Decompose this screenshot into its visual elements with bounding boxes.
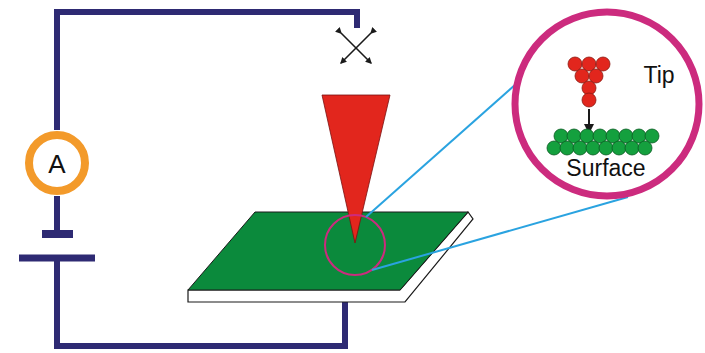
zoom-spot (325, 215, 385, 275)
ammeter-symbol: A (24, 130, 90, 196)
tip-atom (568, 57, 582, 71)
surface-atom (573, 141, 587, 155)
tunneling-arrow (588, 109, 590, 132)
surface-atom (599, 141, 613, 155)
magnified-view: TipSurface (511, 8, 703, 200)
surface-label: Surface (566, 157, 645, 180)
node-circle (515, 12, 699, 196)
surface-atom (625, 141, 639, 155)
battery-long-plate (19, 255, 95, 262)
surface-atom (560, 141, 574, 155)
circuit-wire (54, 196, 60, 233)
scan-arrows (341, 33, 371, 63)
tip-atom (589, 69, 603, 83)
tip-label: Tip (643, 64, 674, 87)
node-circle (29, 135, 85, 191)
tip-atom (596, 57, 610, 71)
surface-atom (547, 141, 561, 155)
leader-line (372, 197, 628, 270)
surface-atom (645, 129, 659, 143)
surface-atom (586, 141, 600, 155)
sample-side (188, 212, 473, 302)
stm-tip (322, 95, 390, 243)
sample-surface (188, 212, 468, 290)
circuit-wire (57, 12, 357, 130)
tip-atom (582, 93, 596, 107)
surface-atom (638, 141, 652, 155)
ammeter-label: A (48, 151, 65, 177)
tip-atom (575, 69, 589, 83)
battery-short-plate (42, 230, 73, 238)
surface-atom (612, 141, 626, 155)
tip-atom (582, 57, 596, 71)
